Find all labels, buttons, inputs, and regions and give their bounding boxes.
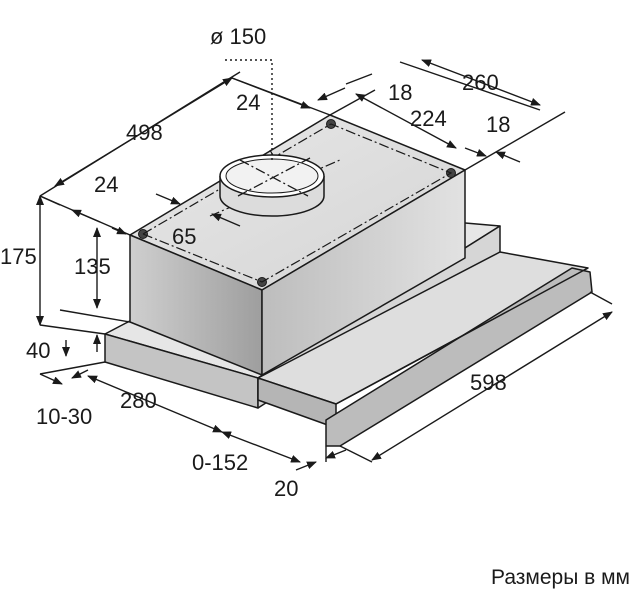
dim-65: 65 bbox=[172, 224, 196, 249]
dim-18-top: 18 bbox=[388, 80, 412, 105]
dim-10-30: 10-30 bbox=[36, 404, 92, 429]
dimension-labels: ø 150 498 24 18 260 224 18 24 65 175 135… bbox=[0, 24, 510, 501]
dim-0-152: 0-152 bbox=[192, 450, 248, 475]
dim-24-top: 24 bbox=[236, 90, 260, 115]
mounting-screws bbox=[138, 119, 456, 287]
dim-diameter: ø 150 bbox=[210, 24, 266, 49]
dim-175: 175 bbox=[0, 244, 37, 269]
dim-135: 135 bbox=[74, 254, 111, 279]
hood-body bbox=[104, 114, 593, 447]
dim-598: 598 bbox=[470, 370, 507, 395]
units-caption: Размеры в мм bbox=[491, 566, 630, 589]
dimension-lines bbox=[36, 59, 613, 471]
dim-260: 260 bbox=[462, 70, 499, 95]
dim-280: 280 bbox=[120, 388, 157, 413]
box-side bbox=[261, 169, 466, 376]
dim-224: 224 bbox=[410, 106, 447, 131]
collar-axes bbox=[237, 157, 311, 197]
exhaust-collar bbox=[219, 154, 325, 217]
dim-498: 498 bbox=[126, 120, 163, 145]
dim-40: 40 bbox=[26, 338, 50, 363]
dim-20: 20 bbox=[274, 476, 298, 501]
dim-24-left: 24 bbox=[94, 172, 118, 197]
dim-18-right: 18 bbox=[486, 112, 510, 137]
